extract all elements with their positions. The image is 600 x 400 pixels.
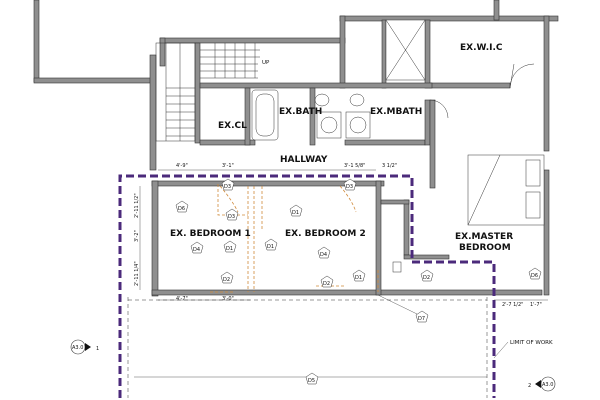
wall-stair-top xyxy=(159,37,346,44)
wall-stair-north xyxy=(159,37,166,67)
section-right-ref: A3.0 xyxy=(542,382,553,388)
wall-mbath-east xyxy=(424,99,431,146)
section-marker-left xyxy=(70,339,91,355)
wall-master-east xyxy=(543,169,550,296)
dim-label-2-11-1-2: 2'-11 1/2" xyxy=(134,193,140,218)
section-marker-right xyxy=(535,376,556,392)
toilet-2 xyxy=(349,93,365,107)
tag-d3-bed1-top: D3 xyxy=(224,184,231,190)
tag-d2-bed1: D2 xyxy=(223,277,230,283)
tag-d4-bed2: D4 xyxy=(320,252,327,258)
wall-closet-east xyxy=(403,199,410,256)
door-swings xyxy=(429,63,535,119)
wall-wic-west xyxy=(339,15,346,89)
wall-upper-top xyxy=(339,15,559,22)
walls xyxy=(33,0,559,297)
wall-bath-mbath xyxy=(309,87,316,146)
tag-d1-bed2: D1 xyxy=(267,244,274,250)
tag-d1-bed2-top: D1 xyxy=(292,210,299,216)
demolition-lines xyxy=(210,184,379,293)
wall-mbath-south xyxy=(344,139,426,146)
room-label-ex-cl: EX.CL xyxy=(218,121,247,131)
dim-label-3-2: 3'-2" xyxy=(134,230,140,242)
wall-stair-east xyxy=(194,42,201,144)
tag-d3-bed2: D3 xyxy=(346,184,353,190)
wall-baths-top xyxy=(199,82,433,89)
tag-d6-bed1: D6 xyxy=(178,206,185,212)
tag-d7-leader xyxy=(377,294,418,315)
wall-cl-bath xyxy=(244,87,251,146)
tag-d4-bed1: D4 xyxy=(193,247,200,253)
wall-bed1-west xyxy=(151,180,159,297)
dim-label-1-7: 1'-7" xyxy=(530,302,542,308)
dim-label-3-1: 3'-1" xyxy=(222,163,234,169)
wall-top-left-horizontal xyxy=(33,77,155,84)
room-label-ex-bath: EX.BATH xyxy=(279,107,322,117)
limit-of-work-boundary xyxy=(118,174,496,398)
wall-closet-top xyxy=(380,199,410,205)
room-label-master-line1: EX.MASTER xyxy=(455,232,513,242)
wall-master-south-step xyxy=(403,254,450,260)
wall-upper-right-notch xyxy=(493,0,500,21)
dim-label-4-9: 4'-9" xyxy=(176,163,188,169)
limit-of-work-leader xyxy=(493,341,509,359)
dim-label-2-7-1-2: 2'-7 1/2" xyxy=(502,302,523,308)
door-tags xyxy=(175,178,542,385)
tag-d1-bed1: D1 xyxy=(226,246,233,252)
wall-shower-east xyxy=(424,19,431,89)
room-label-hallway: HALLWAY xyxy=(280,155,328,165)
room-label-ex-wic: EX.W.I.C xyxy=(460,43,503,53)
wall-stair-west xyxy=(149,54,157,171)
section-left-ref: A3.0 xyxy=(72,345,83,351)
dim-label-3-1-2: 3 1/2" xyxy=(382,163,397,169)
tag-d3-bed1: D3 xyxy=(228,214,235,220)
fixtures xyxy=(251,19,545,273)
dim-label-2-11-1-4: 2'-11 1/4" xyxy=(134,261,140,286)
room-label-master-line2: BEDROOM xyxy=(459,243,511,253)
wall-shower-west xyxy=(381,19,387,89)
section-left-num: 1 xyxy=(96,346,99,352)
wall-cl-south xyxy=(199,139,256,146)
tag-d5: D5 xyxy=(308,378,315,384)
room-label-bedroom-1: EX. BEDROOM 1 xyxy=(170,229,251,239)
tag-d7: D7 xyxy=(418,316,425,322)
tag-d2-bed2: D2 xyxy=(323,281,330,287)
dim-label-4-7: 4'-7" xyxy=(176,296,188,302)
section-right-num: 2 xyxy=(528,383,531,389)
wall-wic-east xyxy=(543,15,550,152)
tag-d6-master: D6 xyxy=(531,273,538,279)
wall-bed2-east xyxy=(375,180,382,296)
toilet-1 xyxy=(314,93,330,107)
room-label-bedroom-2: EX. BEDROOM 2 xyxy=(285,229,366,239)
dim-label-3-0: 3'-0" xyxy=(222,296,234,302)
limit-of-work-label: LIMIT OF WORK xyxy=(510,340,553,346)
closet-panel xyxy=(392,261,402,273)
wall-master-west xyxy=(429,99,436,189)
stair xyxy=(155,42,260,142)
tag-d1-bed2-bottom: D1 xyxy=(355,275,362,281)
stair-up-label: UP xyxy=(262,60,270,66)
dim-label-3-1-5-8: 3'-1 5/8" xyxy=(344,163,365,169)
wall-top-left-vertical xyxy=(33,0,40,83)
tag-d2-master: D2 xyxy=(423,275,430,281)
wall-bed-south xyxy=(151,289,543,296)
room-label-ex-mbath: EX.MBATH xyxy=(370,107,422,117)
wall-wic-south xyxy=(429,82,511,89)
stair-outline xyxy=(155,42,196,142)
